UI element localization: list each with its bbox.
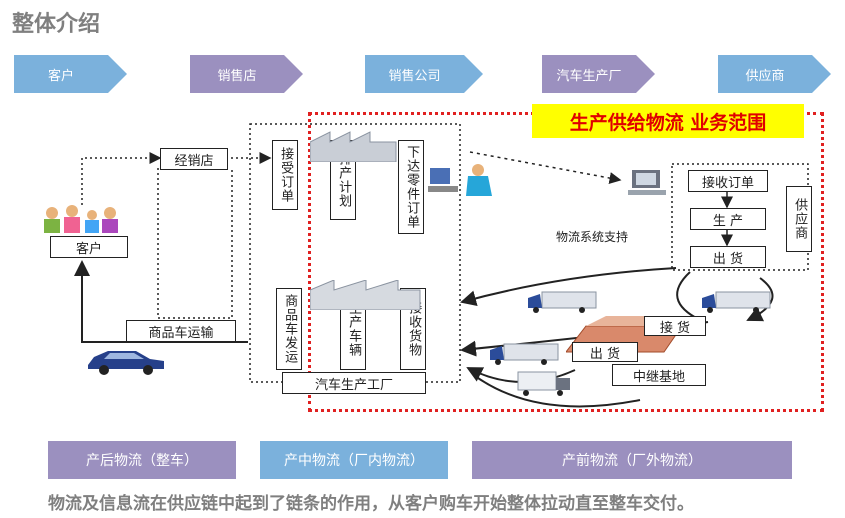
supplier-produce-box: 生 产 — [690, 208, 766, 230]
truck-icon — [517, 371, 570, 396]
relay-receive-box: 接 货 — [644, 316, 706, 336]
relay-ship-box: 出 货 — [572, 342, 638, 362]
footer-note: 物流及信息流在供应链中起到了链条的作用，从客户购车开始整体拉动直至整车交付。 — [48, 494, 694, 514]
truck-icon — [490, 343, 559, 365]
distributor-box: 经销店 — [160, 148, 228, 170]
family-icon — [44, 205, 118, 233]
schedule-box: 排产计划 — [330, 140, 356, 220]
supplier-ship-box: 出 货 — [690, 246, 766, 268]
supplier-box: 供应商 — [786, 186, 812, 252]
scope-banner: 生产供给物流 业务范围 — [532, 104, 804, 138]
truck-icon — [528, 291, 597, 313]
page-title: 整体介绍 — [12, 12, 101, 37]
product-ship-box: 商品车发运 — [276, 288, 302, 370]
receive-order-box: 接受订单 — [272, 140, 298, 210]
factory-box: 汽车生产工厂 — [282, 372, 426, 394]
post-production-logistics-bar: 产后物流（整车） — [48, 441, 236, 479]
flow-step-supplier: 供应商 — [718, 55, 831, 93]
computer-icon — [628, 170, 666, 195]
car-icon — [88, 351, 164, 375]
factory-building-icon — [310, 131, 397, 162]
product-transport-box: 商品车运输 — [126, 320, 236, 342]
logistics-support-label: 物流系统支持 — [555, 230, 628, 244]
flow-step-sales-company: 销售公司 — [365, 55, 483, 93]
customer-box: 客户 — [50, 236, 128, 258]
worker-computer-icon — [428, 164, 492, 196]
supplier-receive-order-box: 接收订单 — [688, 170, 768, 192]
issue-parts-order-box: 下达零件订单 — [398, 140, 424, 234]
flow-step-dealer: 销售店 — [190, 55, 303, 93]
flow-step-car-factory: 汽车生产厂 — [542, 55, 655, 93]
pre-production-logistics-bar: 产前物流（厂外物流） — [472, 441, 792, 479]
flow-step-customer: 客户 — [14, 55, 127, 93]
in-production-logistics-bar: 产中物流（厂内物流） — [260, 441, 448, 479]
factory-building-icon — [310, 280, 421, 310]
truck-icon — [702, 291, 771, 313]
relay-base-box: 中继基地 — [612, 364, 706, 386]
